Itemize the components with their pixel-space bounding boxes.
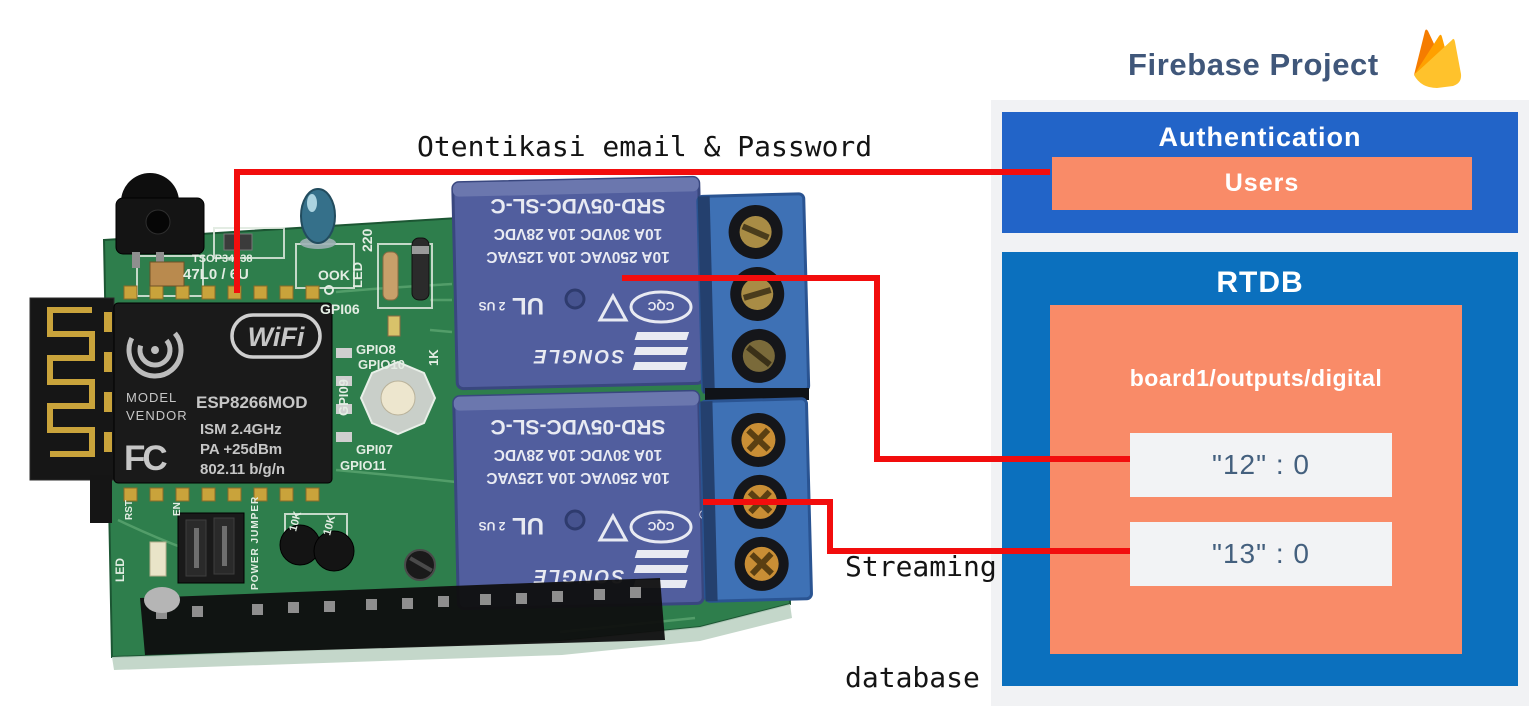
solder-blob: [144, 587, 180, 613]
silk-gpio11: GPIO11: [340, 458, 386, 473]
silk-gpio9: GPI09: [336, 379, 351, 416]
esp-chip-label: ESP8266MOD: [196, 393, 308, 412]
relay-rating-ac: 10A 250VAC 10A 125VAC: [486, 248, 670, 265]
silk-power-jumper: POWER JUMPER: [250, 496, 261, 590]
rtdb-box: RTDB board1/outputs/digital "12" : 0 "13…: [1002, 252, 1518, 686]
annotation-streaming: Streaming database: [845, 474, 997, 720]
relay-1-details: [564, 288, 690, 370]
mounting-hole: [359, 360, 437, 436]
silk-gpio7: GPI07: [356, 442, 393, 457]
silk-220: 220: [359, 228, 375, 252]
connector-auth-line: [234, 169, 1050, 293]
relay-cert-cqc: CQC: [647, 299, 674, 313]
relay-reg-mark: ®: [699, 507, 709, 522]
silk-gpio10: GPIO10: [358, 357, 405, 372]
relay-1: [451, 175, 705, 391]
authentication-title: Authentication: [1158, 122, 1362, 152]
users-label: Users: [1224, 169, 1300, 197]
power-led: [149, 541, 167, 577]
relay-brand-label: SONGLE: [532, 565, 624, 586]
firebase-flame-icon: [1414, 29, 1462, 88]
authentication-box: Authentication Users: [1002, 112, 1518, 233]
relay-model-label: SRD-05VDC-SL-C: [490, 194, 665, 217]
wifi-badge-outline: [230, 313, 322, 359]
relay-cert-us: 2 US: [479, 299, 506, 313]
silk-ok: OOK: [318, 267, 350, 283]
pcb-board: [102, 201, 792, 659]
ir-receiver: [115, 173, 205, 268]
relay-board-photo: WiFi MODEL VENDOR ESP8266MOD ISM 2.4GHz …: [29, 173, 813, 670]
silk-led-corner: LED: [113, 558, 127, 582]
songle-stripes-icon: [632, 550, 690, 588]
esp-antenna-board: [29, 297, 115, 481]
annotation-streaming-line1: Streaming: [845, 550, 997, 583]
relay-2-details: [564, 509, 690, 588]
silk-10k-a: 10K: [287, 510, 304, 533]
songle-stripes-icon: [632, 332, 690, 370]
pcb-antenna-trace: [47, 307, 95, 457]
relay-2: [452, 389, 705, 611]
silk-1k: 1K: [426, 349, 441, 366]
antenna-pads: [104, 312, 112, 452]
pcb-edge: [112, 604, 792, 670]
esp-pin-pads: [123, 285, 320, 502]
terminal-block-1: [696, 192, 811, 395]
silk-tsop: TSOP34838: [192, 253, 253, 265]
rtdb-title: RTDB: [1216, 266, 1304, 299]
silk-en: EN: [172, 502, 183, 516]
relay-cert-cqc: CQC: [647, 519, 674, 533]
rtdb-entry-12: "12" : 0: [1130, 433, 1392, 497]
esp-spec-ism: ISM 2.4GHz: [200, 421, 282, 438]
esp-vendor-label: VENDOR: [126, 408, 188, 423]
rtdb-path-container: board1/outputs/digital "12" : 0 "13" : 0: [1050, 305, 1462, 654]
relay-1-print: SONGLE ® CQC UL 2 US 10A 250VAC 10A 125V…: [479, 194, 709, 366]
relay-cert-ul: UL: [512, 292, 544, 319]
relay-rating-dc: 10A 30VDC 10A 28VDC: [494, 225, 663, 242]
relay-model-label: SRD-05VDC-SL-C: [490, 415, 665, 438]
silk-cap: 47L0 / 6U: [183, 266, 249, 283]
rtdb-path-label: board1/outputs/digital: [1129, 365, 1383, 391]
silk-led: LED: [350, 262, 365, 288]
relay-2-print: SONGLE ® CQC UL 2 US 10A 250VAC 10A 125V…: [479, 415, 709, 586]
relay-brand-label: SONGLE: [532, 345, 624, 366]
esp-spec-pa: PA +25dBm: [200, 441, 282, 458]
terminal-gap: [705, 388, 809, 400]
relay-reg-mark: ®: [699, 287, 709, 302]
pcb-traces: [117, 282, 696, 634]
users-box: Users: [1052, 157, 1472, 210]
silkscreen-labels: TSOP34838 47L0 / 6U OOK 220 LED GPI06 GP…: [113, 228, 441, 590]
esp-spec-std: 802.11 b/g/n: [200, 461, 285, 478]
silk-gpio8: GPIO8: [356, 342, 396, 357]
annotation-streaming-line2: database: [845, 661, 980, 694]
rtdb-entry-12-value: "12" : 0: [1212, 449, 1310, 480]
firebase-project-title: Firebase Project: [1128, 47, 1379, 82]
power-jumper-block: [177, 512, 245, 584]
relay-cert-us: 2 US: [479, 519, 506, 533]
silk-rst: RST: [124, 500, 135, 520]
annotation-authentication: Otentikasi email & Password: [417, 130, 873, 163]
espressif-logo-icon: [126, 321, 184, 379]
relay-rating-ac: 10A 250VAC 10A 125VAC: [486, 469, 670, 486]
silk-gpio6: GPI06: [320, 301, 360, 317]
terminal-block-2: [699, 397, 813, 603]
fcc-mark-icon: FC: [124, 439, 167, 478]
firebase-panel: Authentication Users RTDB board1/outputs…: [991, 100, 1529, 706]
esp8266-module: WiFi MODEL VENDOR ESP8266MOD ISM 2.4GHz …: [113, 302, 333, 484]
transistors: [90, 475, 436, 581]
esp-model-label: MODEL: [126, 390, 177, 405]
ir-led: [300, 188, 336, 249]
pin-header-row: [140, 578, 665, 655]
wifi-badge-label: WiFi: [248, 322, 305, 352]
relay-rating-dc: 10A 30VDC 10A 28VDC: [494, 446, 663, 463]
passive-components: [149, 233, 430, 442]
silk-10k-b: 10K: [321, 514, 338, 537]
rtdb-entry-13: "13" : 0: [1130, 522, 1392, 586]
relay-cert-ul: UL: [512, 512, 544, 539]
rtdb-entry-13-value: "13" : 0: [1212, 538, 1310, 569]
silkscreen-outlines: [136, 227, 433, 557]
